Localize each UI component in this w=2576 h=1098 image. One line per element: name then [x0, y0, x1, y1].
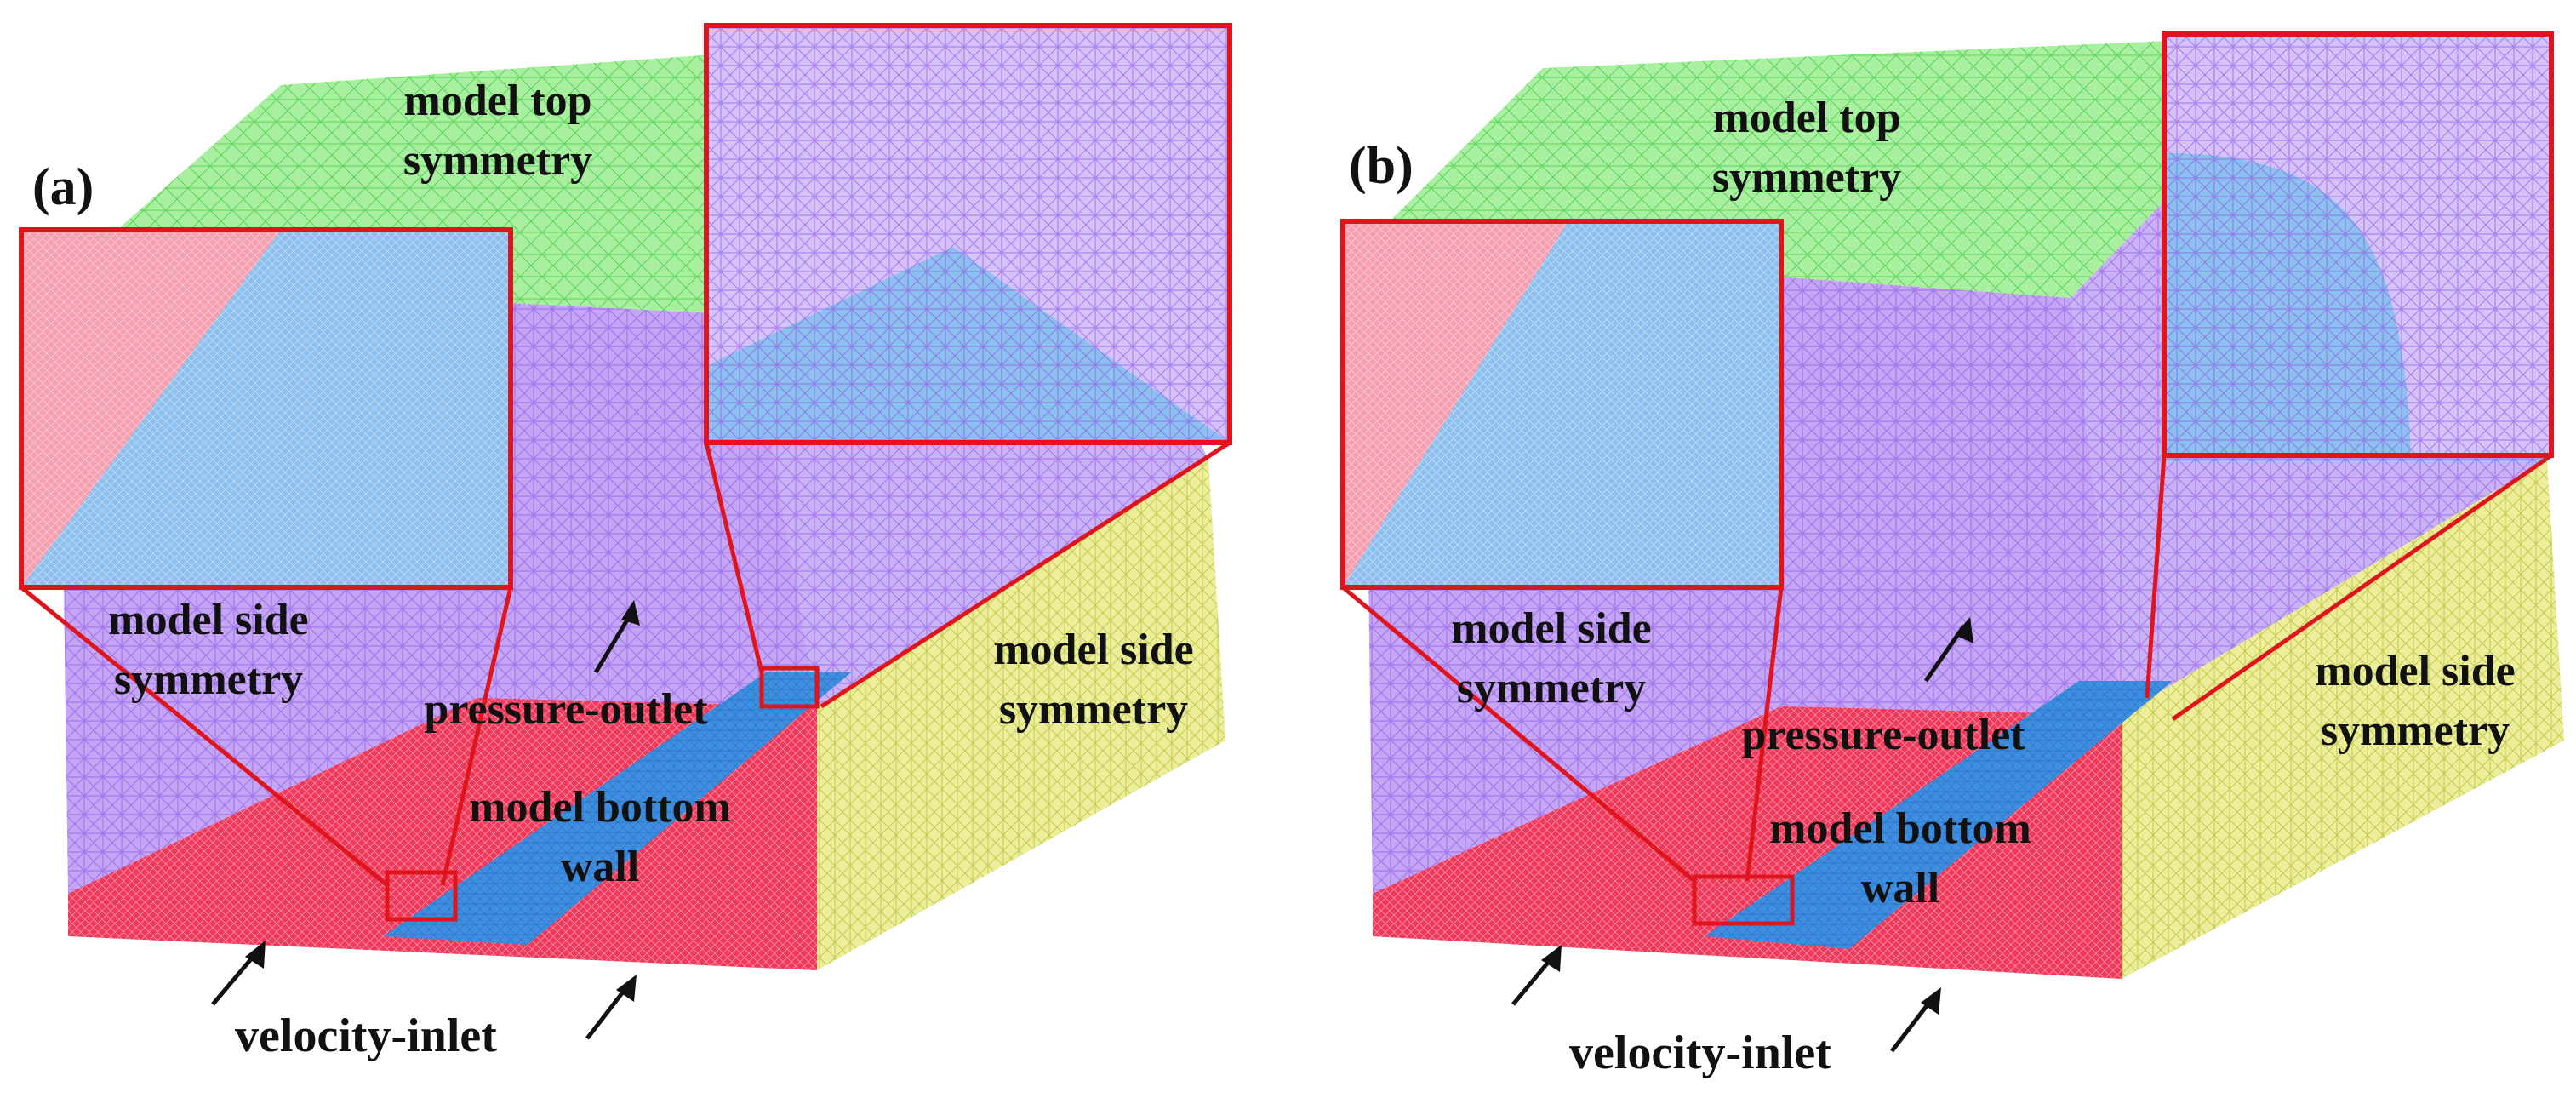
arrow-inlet-left [1511, 945, 1562, 1006]
panel-tag: (b) [1349, 137, 1414, 195]
arrow-inlet-left [211, 941, 266, 1006]
label-right-side-line2: symmetry [999, 685, 1188, 734]
label-left-side-line1: model side [108, 596, 308, 644]
mesh-diagram-b: (b) model top symmetry model side symmet… [1340, 31, 2564, 1079]
label-outlet: pressure-outlet [424, 685, 708, 734]
arrow-inlet-right [1890, 987, 1941, 1053]
label-bottom-line1: model bottom [469, 783, 731, 832]
right-side-face [2122, 460, 2564, 979]
arrow-inlet-right [585, 975, 637, 1040]
label-top-line1: model top [404, 77, 592, 125]
inset-outlet-mesh [2145, 31, 2554, 722]
bottom-face [1373, 681, 2173, 979]
label-top-line1: model top [1713, 94, 1901, 142]
panel-b: (b) model top symmetry model side symmet… [1288, 0, 2575, 1098]
label-bottom-line2: wall [561, 843, 639, 891]
panel-a: (a) model top symmetry model side symmet… [19, 23, 1232, 1062]
inset-bank-mesh [19, 227, 513, 922]
panel-tag: (a) [32, 158, 94, 216]
arrow-outlet [593, 600, 640, 674]
label-left-side-line1: model side [1451, 604, 1651, 653]
label-bottom-line2: wall [1861, 864, 1939, 912]
label-top-line2: symmetry [403, 136, 592, 185]
inset-bank-mesh [1340, 219, 1795, 926]
mesh-diagram-a: (a) model top symmetry model side symmet… [19, 23, 1232, 1062]
label-inlet: velocity-inlet [1569, 1027, 1831, 1079]
label-left-side-line2: symmetry [1457, 664, 1646, 712]
right-side-face [817, 460, 1225, 970]
label-right-side-line1: model side [993, 626, 1193, 674]
label-right-side-line2: symmetry [2321, 706, 2510, 755]
label-top-line2: symmetry [1712, 153, 1901, 202]
label-left-side-line2: symmetry [114, 655, 303, 704]
inset-outlet-mesh [704, 23, 1232, 709]
label-bottom-line1: model bottom [1769, 804, 2031, 853]
label-inlet: velocity-inlet [235, 1009, 497, 1062]
arrow-outlet [1923, 617, 1973, 683]
label-right-side-line1: model side [2315, 647, 2515, 695]
bottom-face [68, 672, 851, 970]
label-outlet: pressure-outlet [1741, 711, 2025, 759]
